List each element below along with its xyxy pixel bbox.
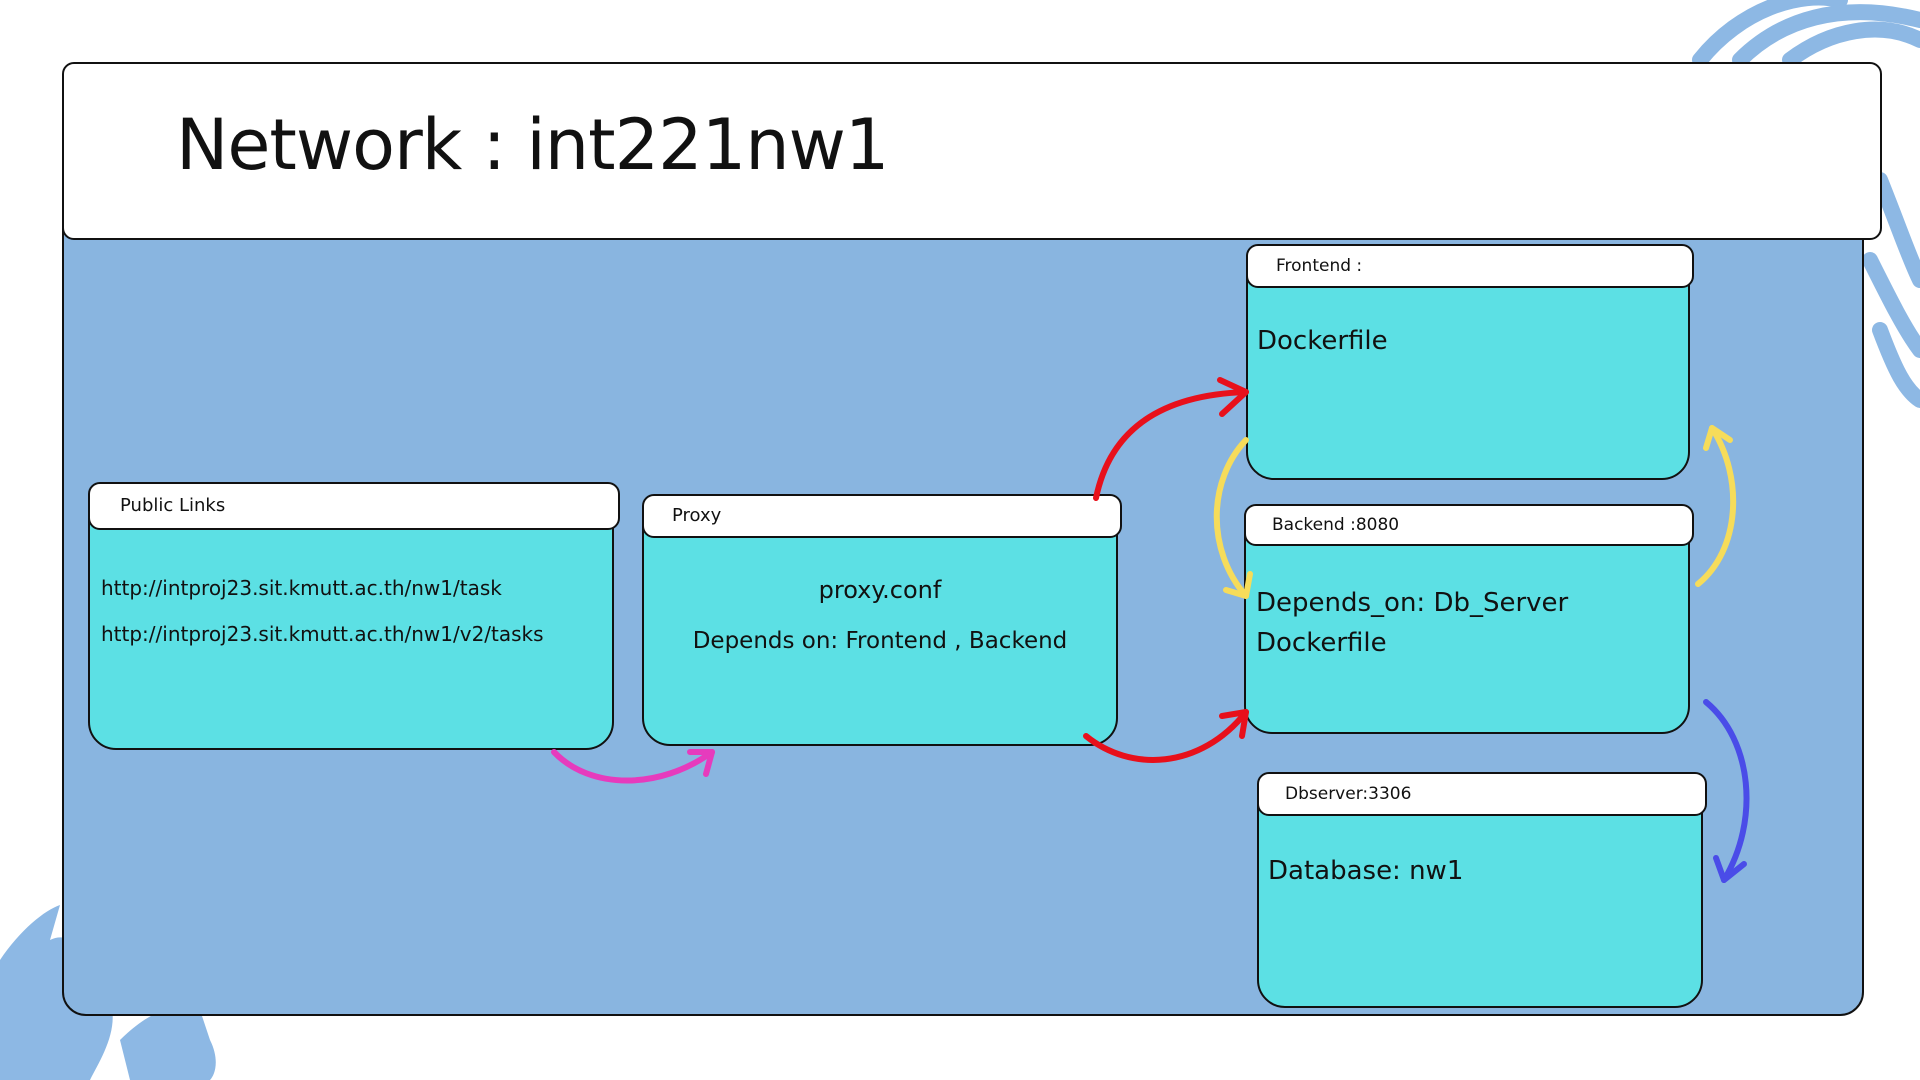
node-label: Public Links: [88, 482, 620, 530]
proxy-conf: proxy.conf: [818, 576, 942, 604]
backend-depends-on: Depends_on: Db_Server: [1256, 588, 1569, 618]
node-dbserver: Dbserver:3306 Database: nw1: [1257, 772, 1707, 1008]
node-backend: Backend :8080 Depends_on: Db_Server Dock…: [1244, 504, 1694, 734]
dbserver-database: Database: nw1: [1268, 856, 1464, 886]
node-label: Proxy: [642, 494, 1122, 538]
node-proxy: Proxy proxy.conf Depends on: Frontend , …: [642, 494, 1122, 746]
page-title: Network : int221nw1: [176, 104, 889, 186]
node-body: [642, 522, 1118, 746]
node-label: Backend :8080: [1244, 504, 1694, 546]
node-label: Frontend :: [1246, 244, 1694, 288]
node-body: [1246, 270, 1690, 480]
proxy-depends-on: Depends on: Frontend , Backend: [692, 628, 1068, 654]
node-body: [88, 512, 614, 750]
node-frontend: Frontend : Dockerfile: [1246, 244, 1694, 480]
backend-dockerfile: Dockerfile: [1256, 628, 1387, 658]
node-label: Dbserver:3306: [1257, 772, 1707, 816]
node-body: [1257, 802, 1703, 1008]
node-public-links: Public Links http://intproj23.sit.kmutt.…: [88, 482, 620, 750]
title-bar: Network : int221nw1: [62, 62, 1882, 240]
public-link-task: http://intproj23.sit.kmutt.ac.th/nw1/tas…: [101, 576, 502, 600]
frontend-dockerfile: Dockerfile: [1257, 326, 1388, 356]
public-link-v2-tasks: http://intproj23.sit.kmutt.ac.th/nw1/v2/…: [101, 622, 544, 646]
